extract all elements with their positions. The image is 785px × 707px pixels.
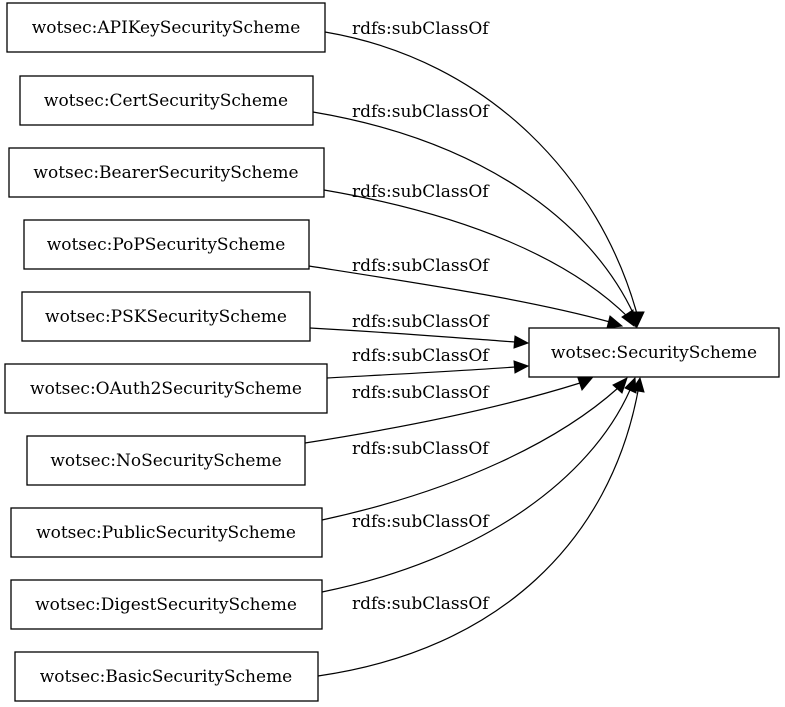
- node-basic-security-scheme-label: wotsec:BasicSecurityScheme: [40, 667, 293, 687]
- edge-psk-to-security-scheme: rdfs:subClassOf: [309, 312, 530, 349]
- edge-label-basic: rdfs:subClassOf: [352, 594, 490, 614]
- arrowhead-icon: [513, 335, 530, 349]
- node-pop-security-scheme-label: wotsec:PoPSecurityScheme: [47, 235, 286, 255]
- node-pop-security-scheme[interactable]: wotsec:PoPSecurityScheme: [23, 219, 310, 270]
- edge-label-bearer: rdfs:subClassOf: [352, 182, 490, 202]
- node-no-security-scheme-label: wotsec:NoSecurityScheme: [50, 451, 281, 471]
- arrowhead-icon: [631, 376, 645, 393]
- edge-digest-to-security-scheme: rdfs:subClassOf: [321, 376, 637, 593]
- edge-label-pop: rdfs:subClassOf: [352, 256, 490, 276]
- arrowhead-icon: [513, 360, 530, 374]
- node-apikey-security-scheme-label: wotsec:APIKeySecurityScheme: [32, 18, 301, 38]
- edge-oauth2-to-security-scheme: rdfs:subClassOf: [326, 346, 530, 379]
- node-bearer-security-scheme-label: wotsec:BearerSecurityScheme: [33, 163, 298, 183]
- edge-pop-to-security-scheme: rdfs:subClassOf: [308, 256, 624, 329]
- node-apikey-security-scheme[interactable]: wotsec:APIKeySecurityScheme: [6, 2, 326, 53]
- node-security-scheme[interactable]: wotsec:SecurityScheme: [528, 327, 780, 378]
- arrowhead-icon: [577, 377, 594, 392]
- edge-label-no: rdfs:subClassOf: [352, 383, 490, 403]
- node-psk-security-scheme-label: wotsec:PSKSecurityScheme: [45, 307, 287, 327]
- node-oauth2-security-scheme[interactable]: wotsec:OAuth2SecurityScheme: [4, 363, 328, 414]
- edge-bearer-to-security-scheme: rdfs:subClassOf: [323, 182, 635, 328]
- edge-cert-to-security-scheme: rdfs:subClassOf: [312, 102, 643, 329]
- edge-label-cert: rdfs:subClassOf: [352, 102, 490, 122]
- node-cert-security-scheme-label: wotsec:CertSecurityScheme: [44, 91, 288, 111]
- edge-label-apikey: rdfs:subClassOf: [352, 19, 490, 39]
- node-digest-security-scheme[interactable]: wotsec:DigestSecurityScheme: [10, 579, 323, 630]
- edge-label-public: rdfs:subClassOf: [352, 439, 490, 459]
- node-security-scheme-label: wotsec:SecurityScheme: [551, 343, 757, 363]
- node-no-security-scheme[interactable]: wotsec:NoSecurityScheme: [26, 435, 306, 486]
- edge-no-to-security-scheme: rdfs:subClassOf: [304, 377, 594, 444]
- node-public-security-scheme[interactable]: wotsec:PublicSecurityScheme: [10, 507, 323, 558]
- node-digest-security-scheme-label: wotsec:DigestSecurityScheme: [35, 595, 297, 615]
- edge-label-digest: rdfs:subClassOf: [352, 512, 490, 532]
- node-psk-security-scheme[interactable]: wotsec:PSKSecurityScheme: [21, 291, 311, 342]
- node-public-security-scheme-label: wotsec:PublicSecurityScheme: [36, 523, 296, 543]
- edge-basic-to-security-scheme: rdfs:subClassOf: [317, 376, 645, 677]
- node-cert-security-scheme[interactable]: wotsec:CertSecurityScheme: [19, 75, 314, 126]
- edge-label-psk: rdfs:subClassOf: [352, 312, 490, 332]
- node-basic-security-scheme[interactable]: wotsec:BasicSecurityScheme: [14, 651, 319, 702]
- arrowhead-icon: [621, 309, 635, 328]
- edge-label-oauth2: rdfs:subClassOf: [352, 346, 490, 366]
- edge-public-to-security-scheme: rdfs:subClassOf: [321, 377, 628, 521]
- arrowhead-icon: [612, 377, 628, 394]
- node-bearer-security-scheme[interactable]: wotsec:BearerSecurityScheme: [8, 147, 325, 198]
- edge-apikey-to-security-scheme: rdfs:subClassOf: [324, 19, 645, 329]
- arrowhead-icon: [606, 315, 624, 329]
- node-oauth2-security-scheme-label: wotsec:OAuth2SecurityScheme: [30, 379, 302, 399]
